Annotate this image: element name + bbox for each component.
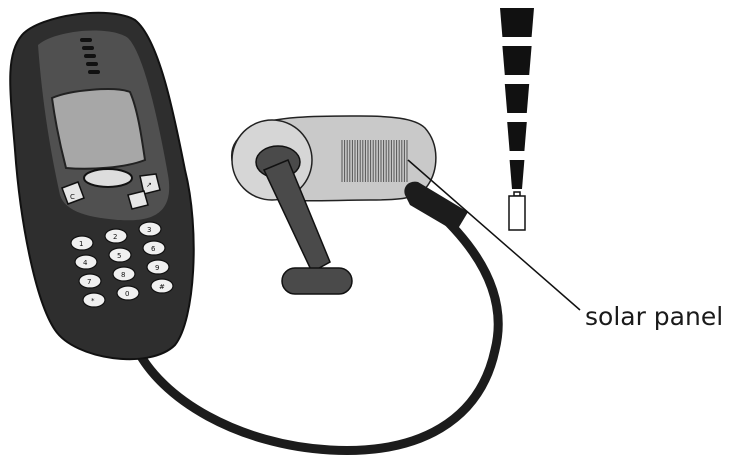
battery-level-bar — [510, 160, 525, 189]
soft-key-left-label: C — [70, 193, 75, 201]
key-label-8: 8 — [121, 271, 125, 279]
battery-level-bar — [502, 46, 531, 75]
soft-key-right-label: ↗ — [146, 181, 152, 189]
key-label-4: 4 — [83, 259, 88, 267]
key-label-2: 2 — [113, 233, 117, 241]
charger-plug — [404, 182, 468, 232]
key-label-3: 3 — [147, 226, 151, 234]
key-label-*: * — [91, 297, 95, 305]
crank-handle — [282, 268, 352, 294]
key-label-5: 5 — [117, 252, 121, 260]
key-label-7: 7 — [87, 278, 91, 286]
battery-icon — [509, 192, 525, 230]
solar-panel-label: solar panel — [585, 302, 723, 331]
call-key — [128, 191, 148, 209]
battery-level-bar — [500, 8, 534, 37]
battery-level-indicator — [500, 8, 534, 189]
key-label-9: 9 — [155, 264, 159, 272]
key-label-6: 6 — [151, 245, 156, 253]
key-label-0: 0 — [125, 290, 129, 298]
phone-screen — [52, 89, 145, 169]
mobile-phone: C ↗ 1 2 3 4 5 6 7 8 9 * 0 # — [10, 13, 193, 359]
crank-charger — [232, 116, 468, 294]
key-label-1: 1 — [79, 240, 83, 248]
navi-key — [84, 169, 132, 187]
battery-level-bar — [507, 122, 527, 151]
key-label-#: # — [159, 283, 165, 291]
battery-level-bar — [505, 84, 529, 113]
